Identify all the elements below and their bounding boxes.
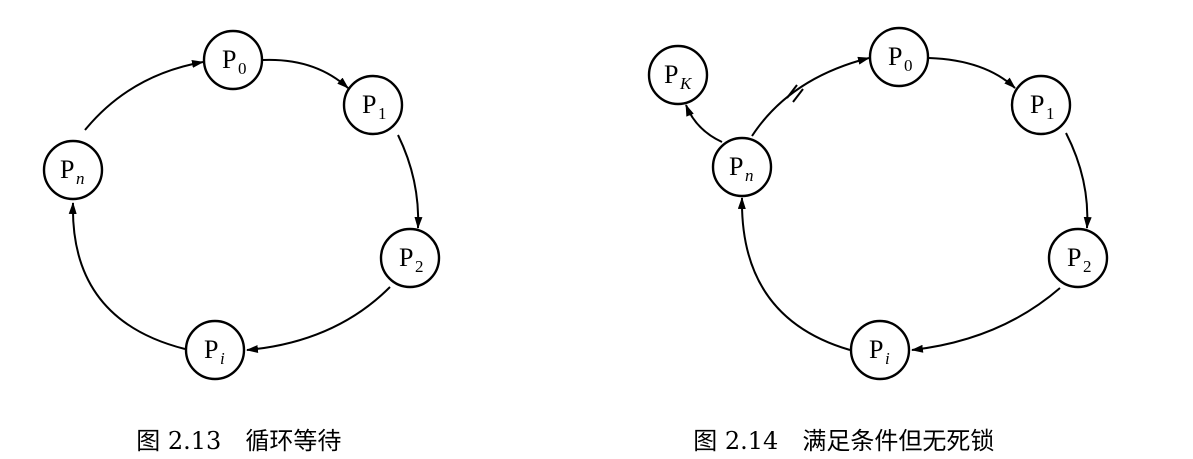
node-p2: P 2 — [1047, 227, 1109, 289]
edge-pi-to-pn — [68, 202, 186, 350]
node-label-sub: 2 — [1083, 257, 1092, 276]
figure-number: 图 2.13 — [136, 427, 222, 455]
node-label-sub: 1 — [1046, 104, 1055, 123]
edge-p2-to-pi — [911, 287, 1061, 353]
figure-2-14-diagram: P K P 0 P 1 P 2 P i P n — [647, 26, 1109, 381]
node-label-main: P — [60, 155, 74, 184]
node-p2: P 2 — [379, 227, 441, 289]
edge-break-mark — [792, 88, 804, 103]
edge-pn-to-p0 — [751, 56, 870, 137]
node-label-sub: i — [220, 349, 225, 368]
node-p1: P 1 — [342, 74, 404, 136]
node-label-main: P — [222, 45, 236, 74]
edge-p2-to-pi — [246, 286, 391, 353]
node-label-main: P — [664, 60, 678, 89]
node-label-sub: 2 — [415, 257, 424, 276]
node-label-main: P — [204, 335, 218, 364]
edge-pn-to-p0 — [84, 59, 204, 131]
edge-break-mark — [786, 84, 798, 99]
node-label-sub: i — [885, 349, 890, 368]
node-label-sub: 0 — [238, 59, 247, 78]
node-label-main: P — [1067, 243, 1081, 272]
node-pn: P n — [42, 139, 104, 201]
edge-pi-to-pn — [737, 197, 851, 351]
node-p1: P 1 — [1010, 74, 1072, 136]
edge-pn-to-pk — [685, 104, 723, 143]
figure-2-13-diagram: P 0 P 1 P 2 P i P n — [42, 29, 441, 381]
edge-p1-to-p2 — [1065, 132, 1092, 229]
node-label-main: P — [1030, 90, 1044, 119]
node-pn: P n — [711, 136, 773, 198]
figure-number: 图 2.14 — [693, 427, 779, 455]
node-p0: P 0 — [868, 26, 930, 88]
node-label-main: P — [888, 42, 902, 71]
edge-p0-to-p1 — [928, 57, 1016, 89]
node-pi: P i — [849, 319, 911, 381]
node-label-sub: 0 — [904, 56, 913, 75]
node-label-main: P — [729, 152, 743, 181]
figure-2-13-caption: 图 2.13 循环等待 — [121, 405, 341, 453]
node-pk: P K — [647, 44, 709, 106]
figure-2-14-caption: 图 2.14 满足条件但无死锁 — [678, 405, 994, 453]
figure-title: 循环等待 — [245, 427, 342, 455]
node-label-sub: K — [679, 74, 693, 93]
edge-p1-to-p2 — [397, 134, 423, 229]
figure-title: 满足条件但无死锁 — [802, 427, 995, 455]
node-label-sub: n — [76, 169, 85, 188]
node-label-main: P — [399, 243, 413, 272]
edge-p0-to-p1 — [262, 58, 349, 89]
node-pi: P i — [184, 319, 246, 381]
node-label-main: P — [869, 335, 883, 364]
node-p0: P 0 — [202, 29, 264, 91]
node-label-main: P — [362, 90, 376, 119]
node-label-sub: 1 — [378, 104, 387, 123]
node-label-sub: n — [745, 166, 754, 185]
